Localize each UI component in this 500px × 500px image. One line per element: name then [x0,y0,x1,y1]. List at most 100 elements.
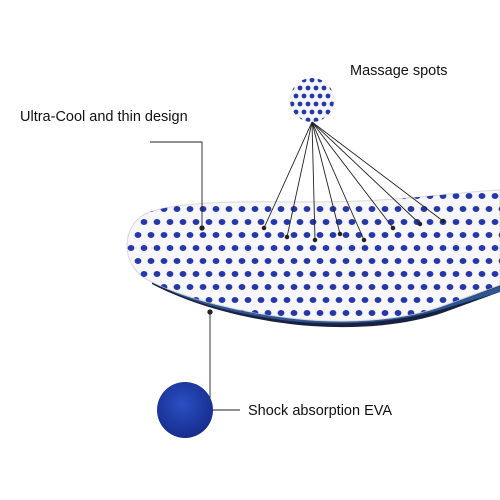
massage-dot [277,232,285,238]
massage-dot [368,258,376,264]
massage-dot [426,245,434,251]
massage-dot [173,232,181,238]
massage-dot [394,232,402,238]
massage-spot-dot [321,85,327,91]
massage-spot-dot [333,109,334,115]
massage-dot [335,271,343,277]
massage-dot [407,206,415,212]
massage-dot [309,193,317,199]
massage-dot [478,219,486,225]
massage-spot-dot [301,109,307,115]
massage-dot [335,297,343,303]
massage-dot [465,193,473,199]
eva-leader-line [207,309,240,411]
massage-dot [134,232,142,238]
massage-dot [225,258,233,264]
massage-dot [329,310,337,316]
massage-dot [153,271,161,277]
massage-dot [296,297,304,303]
massage-dot [361,219,369,225]
massage-dot [342,284,350,290]
massage-spot-dot [329,117,334,122]
massage-dot [127,206,129,212]
massage-dot [348,193,356,199]
massage-dot [290,232,298,238]
massage-dot [134,310,142,316]
massage-dot [439,245,447,251]
massage-dot [342,206,350,212]
massage-dot [134,206,142,212]
massage-dot [322,219,330,225]
massage-dot [381,206,389,212]
massage-dot [394,258,402,264]
massage-dot [257,271,265,277]
massage-dot [426,219,434,225]
massage-leader-line [311,121,444,222]
massage-dot [127,258,129,264]
massage-spot-dot [325,78,331,83]
massage-dot [238,206,246,212]
massage-dot [394,206,402,212]
massage-dot [290,206,298,212]
massage-dot [290,284,298,290]
massage-dot [218,219,226,225]
massage-dot [322,297,330,303]
massage-dot [179,219,187,225]
massage-dot [368,206,376,212]
massage-leader-line [286,121,313,238]
massage-dot [231,271,239,277]
massage-dot [277,310,285,316]
massage-dot [147,284,155,290]
massage-dot [433,284,441,290]
massage-dot [459,284,467,290]
massage-dot [348,245,356,251]
massage-dot [166,245,174,251]
massage-dot [153,193,161,199]
massage-dot [472,232,480,238]
massage-dot [270,245,278,251]
massage-dot [212,206,220,212]
massage-dot [342,232,350,238]
massage-spot-dot [329,101,334,107]
massage-dot [394,310,402,316]
massage-dot [231,297,239,303]
massage-dot [465,245,473,251]
massage-dot [348,219,356,225]
massage-dot [173,206,181,212]
massage-dot [491,193,499,199]
massage-dot [316,310,324,316]
massage-spot-dot [290,78,291,83]
massage-dot [361,271,369,277]
massage-dot [244,271,252,277]
massage-dot [413,245,421,251]
massage-dot [355,258,363,264]
massage-dot [335,245,343,251]
massage-dot [485,310,493,316]
massage-spot-dot [317,109,323,115]
massage-dot [296,271,304,277]
massage-dot [218,297,226,303]
massage-dot [439,193,447,199]
massage-spot-dot [309,78,315,83]
massage-spot-dot [313,117,319,122]
massage-spot-dot [293,109,299,115]
massage-dot [400,245,408,251]
massage-dot [303,258,311,264]
massage-dot [127,271,135,277]
massage-dot [329,206,337,212]
massage-dot [277,284,285,290]
massage-dot [329,232,337,238]
massage-spot-dot [305,85,311,91]
massage-dot [283,297,291,303]
massage-dot [361,297,369,303]
massage-dot [283,271,291,277]
massage-dot [212,284,220,290]
leader-endpoint [440,218,446,224]
massage-dot [115,245,122,251]
massage-dot [491,297,499,303]
massage-leader-line [311,121,394,229]
massage-dot [127,193,135,199]
massage-dot [348,271,356,277]
massage-dot [426,297,434,303]
